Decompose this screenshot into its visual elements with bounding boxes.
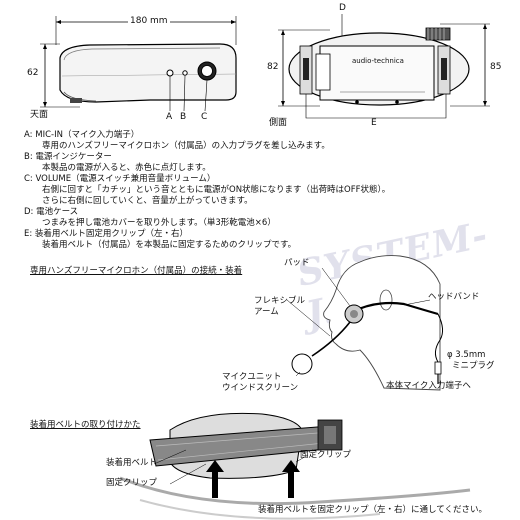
callout-b: B — [180, 112, 187, 122]
label-clip-left: 固定クリップ — [106, 478, 158, 488]
legend-line: 右側に回すと「カチッ」という音とともに電源がON状態になります（出荷時はOFF状… — [42, 185, 391, 195]
label-flexible-arm-1: フレキシブル — [254, 296, 306, 306]
legend-title: B: 電源インジケーター — [24, 152, 112, 162]
legend-item-c: C: VOLUME（電源スイッチ兼用音量ボリューム） 右側に回すと「カチッ」とい… — [24, 174, 494, 207]
legend-line: 専用のハンズフリーマイクロホン（付属品）の入力プラグを差し込みます。 — [42, 141, 330, 151]
legend-item-a: A: MIC-IN（マイク入力端子） 専用のハンズフリーマイクロホン（付属品）の… — [24, 130, 494, 152]
mic-section-heading: 専用ハンズフリーマイクロホン（付属品）の接続・装着 — [30, 266, 243, 276]
legend-item-e: E: 装着用ベルト固定用クリップ（左・右） 装着用ベルト（付属品）を本製品に固定… — [24, 229, 494, 251]
legend-title: A: MIC-IN（マイク入力端子） — [24, 130, 140, 140]
belt-footer-note: 装着用ベルトを固定クリップ（左・右）に通してください。 — [258, 505, 487, 515]
legend-title: E: 装着用ベルト固定用クリップ（左・右） — [24, 229, 188, 239]
label-pad: パッド — [284, 258, 310, 268]
callout-c: C — [201, 112, 208, 122]
legend: A: MIC-IN（マイク入力端子） 専用のハンズフリーマイクロホン（付属品）の… — [24, 130, 494, 251]
top-face-label: 天面 — [30, 110, 49, 120]
callout-e: E — [371, 118, 377, 128]
legend-line: 装着用ベルト（付属品）を本製品に固定するためのクリップです。 — [42, 240, 297, 250]
brand-logo-text: audio-technica — [352, 57, 404, 65]
label-mini-plug: ミニプラグ — [452, 361, 495, 371]
belt-section-heading: 装着用ベルトの取り付けかた — [30, 420, 141, 430]
legend-title: D: 電池ケース — [24, 207, 79, 217]
legend-line: 本製品の電源が入ると、赤色に点灯します。 — [42, 163, 211, 173]
top-width-dimension: 180 mm — [128, 16, 170, 27]
label-plug-size: φ 3.5mm — [447, 350, 486, 360]
legend-line: さらに右側に回していくと、音量が上がっていきます。 — [42, 196, 253, 206]
label-belt: 装着用ベルト — [106, 458, 158, 468]
side-dim-right: 85 — [490, 62, 502, 72]
legend-item-d: D: 電池ケース つまみを押し電池カバーを取り外します。（単3形乾電池×6） — [24, 207, 494, 229]
label-mic-unit-1: マイクユニット — [222, 372, 282, 382]
callout-d: D — [339, 3, 346, 13]
legend-title: C: VOLUME（電源スイッチ兼用音量ボリューム） — [24, 174, 216, 184]
top-height-dimension: 62 — [27, 68, 39, 78]
side-dim-left: 82 — [267, 62, 279, 72]
label-mic-unit-2: ウインドスクリーン — [222, 383, 299, 393]
side-face-label: 側面 — [269, 118, 288, 128]
label-clip-right: 固定クリップ — [300, 450, 352, 460]
label-headband: ヘッドバンド — [428, 292, 480, 302]
label-to-mic-input: 本体マイク入力端子へ — [386, 381, 471, 391]
legend-item-b: B: 電源インジケーター 本製品の電源が入ると、赤色に点灯します。 — [24, 152, 494, 174]
legend-line: つまみを押し電池カバーを取り外します。（単3形乾電池×6） — [42, 218, 276, 228]
callout-a: A — [166, 112, 173, 122]
label-flexible-arm-2: アーム — [254, 307, 279, 317]
